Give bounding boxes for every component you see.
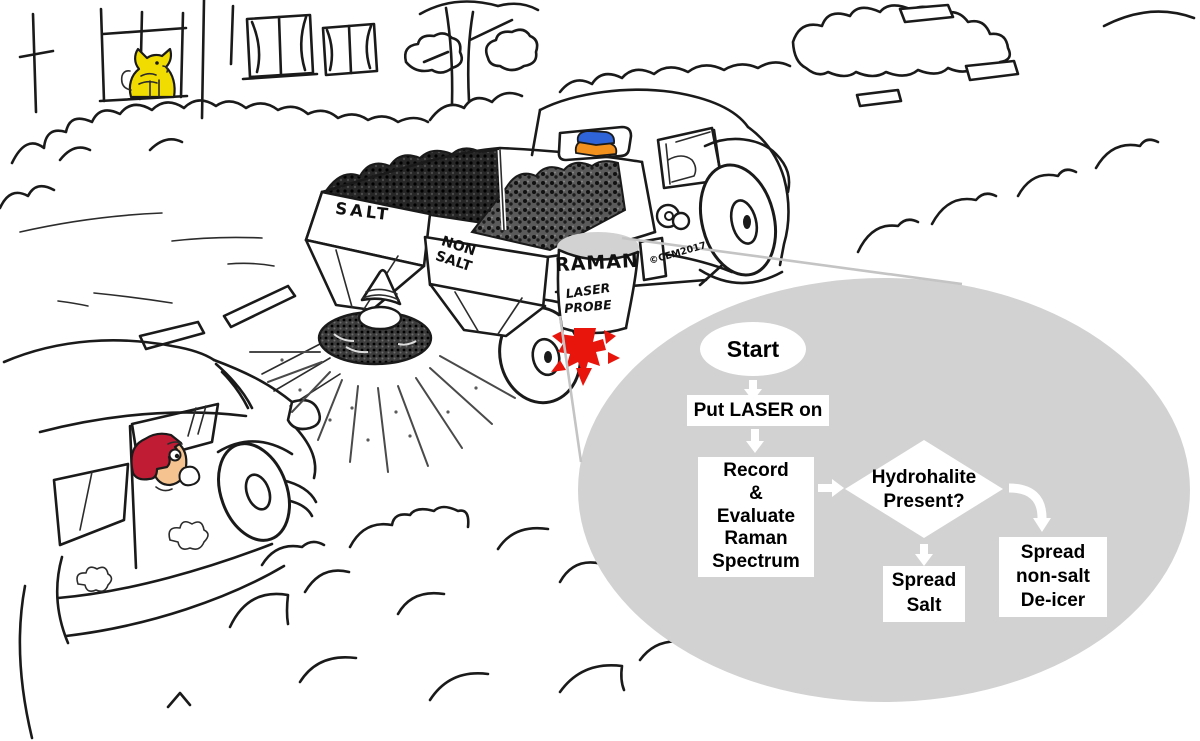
probe-lens [557,232,639,262]
car-door-handle [76,520,209,592]
flowchart-decision-label: Hydrohalite Present? [871,467,977,512]
spreader-disc [317,305,433,366]
flowchart-step-laser: Put LASER on [687,395,829,426]
following-car [2,339,322,638]
bushes-top-right [791,4,1196,78]
car-driver-hand [178,465,201,487]
lane-dash [222,284,297,329]
gravel-salt [322,147,504,228]
curtain-window-right [321,22,379,77]
probe-label-raman: RAMAN [554,249,640,277]
flowchart-decision-shape [845,440,1003,538]
lane-dash [855,88,903,108]
bushes-road-right [856,138,1160,254]
gravel-nonsalt [470,160,627,252]
cab-rear-window [557,125,633,162]
spreader-cone [360,268,402,306]
flowchart-branch-salt: Spread Salt [883,566,965,622]
lane-dash [898,3,955,24]
dog-eye [155,61,159,65]
laser-beam-icon [551,328,620,386]
hopper-nonsalt-funnel [428,282,547,338]
car-rear-window [52,462,130,547]
tree [403,0,540,106]
car-mirror [286,398,322,431]
probe-bracket [638,236,734,282]
car-wheel-hub [244,473,272,511]
lane-dash [964,59,1020,82]
dog-in-window [120,47,176,99]
spray-lines [249,351,516,473]
flowchart-start-label: Start [726,335,780,362]
bushes-bottom [18,505,686,740]
truck-cab [530,88,791,294]
cab-door-handle [655,203,691,231]
spray-dots [280,358,478,442]
flowchart-start-shape [700,322,806,376]
salt-truck [249,88,791,473]
callout-line-top [621,236,963,286]
bushes-top-left [0,61,792,210]
curtain-window-left [241,13,319,81]
callout-line-left [558,315,583,463]
spreader-plate [357,305,403,331]
car-driver [130,432,201,492]
flowchart-step-record: Record & Evaluate Raman Spectrum [698,457,814,577]
flowchart-branch-deicer: Spread non-salt De-icer [999,537,1107,617]
dog-body [128,47,176,99]
truck-driver-cap [576,130,615,146]
